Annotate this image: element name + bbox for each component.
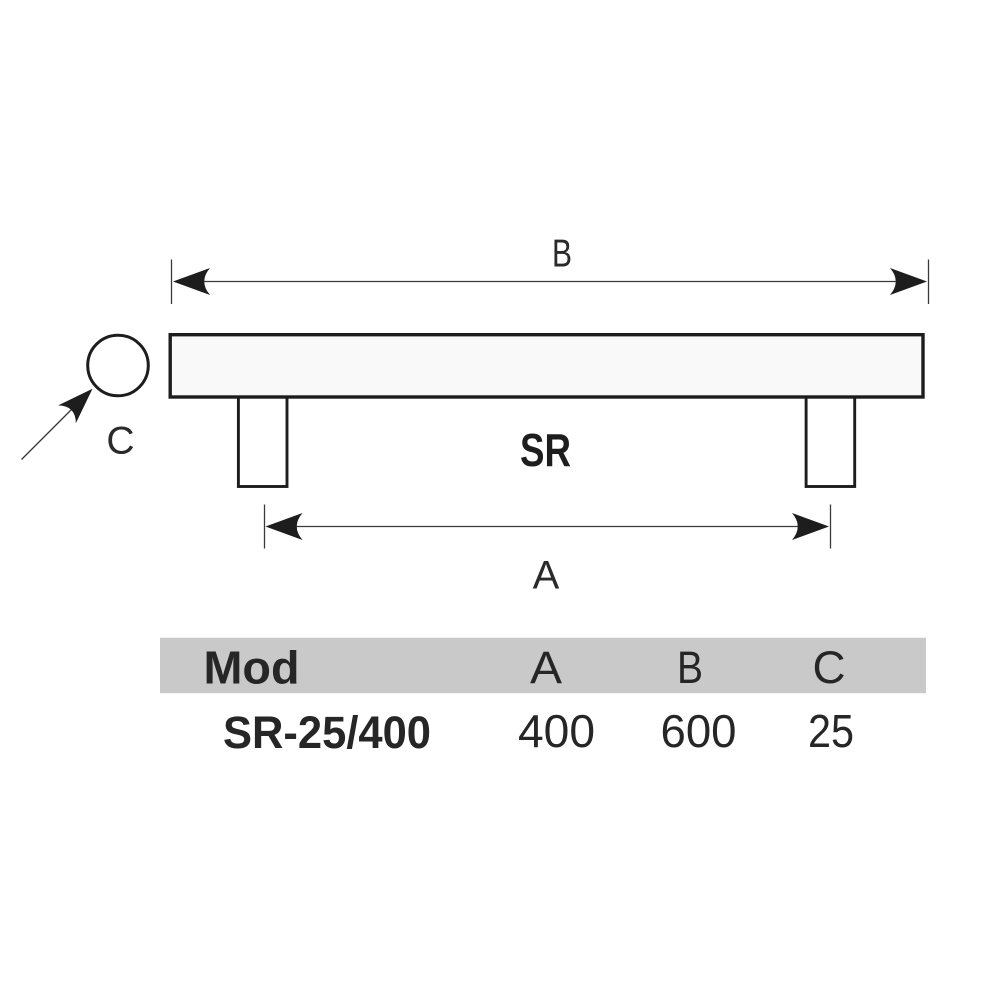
svg-text:400: 400 [518,705,595,757]
svg-text:A: A [530,642,562,693]
svg-text:SR: SR [520,424,571,476]
svg-text:B: B [677,642,703,693]
svg-text:SR-25/400: SR-25/400 [223,707,431,758]
svg-text:Mod: Mod [204,642,300,694]
svg-text:A: A [533,554,560,598]
svg-text:C: C [106,420,134,463]
svg-text:B: B [552,233,572,276]
svg-text:C: C [813,642,846,693]
svg-text:25: 25 [808,705,854,757]
svg-text:600: 600 [661,705,737,757]
